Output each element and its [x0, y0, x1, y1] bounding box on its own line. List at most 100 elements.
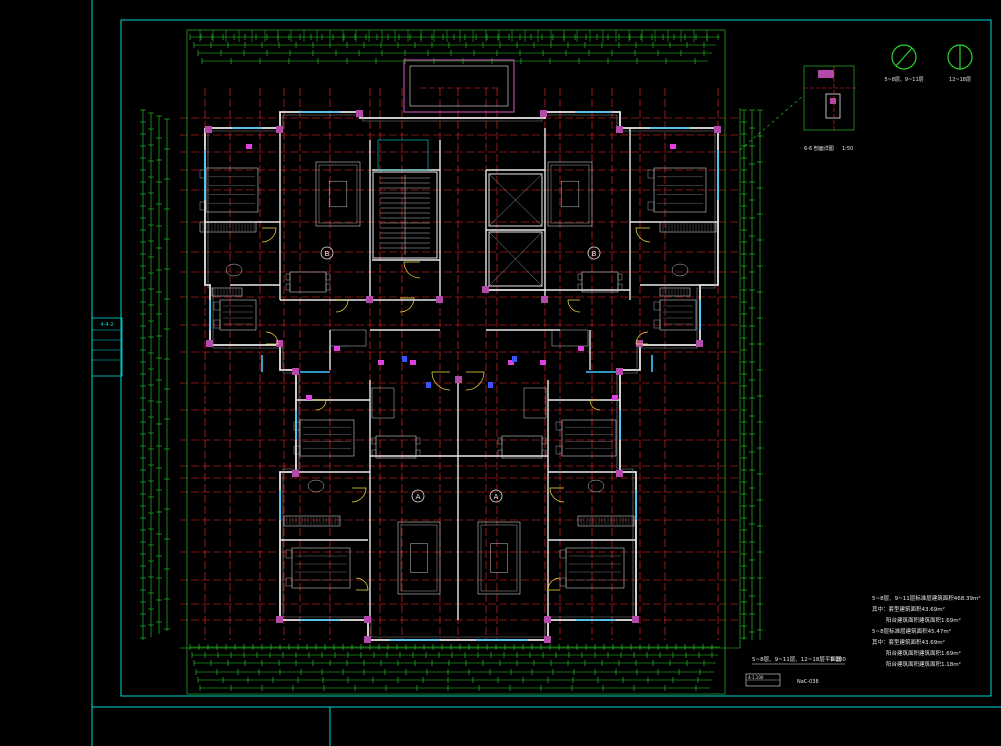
unit-label-a-left: A [416, 493, 421, 501]
column-block [482, 286, 489, 293]
bed [561, 419, 617, 457]
door-swing [567, 299, 581, 313]
bed [659, 299, 697, 331]
elevator-1 [488, 173, 543, 227]
door-layer [246, 144, 676, 591]
left-sheet-stamp: 4-4-2 [91, 317, 123, 377]
dimension-frame [186, 29, 726, 695]
fixture-mark [508, 360, 514, 365]
nightstand [653, 301, 661, 311]
drawing-scale: 1:100 [830, 657, 846, 663]
drain-mark [512, 356, 517, 362]
column-block [364, 636, 371, 643]
dimension-lines [140, 29, 763, 695]
drain-mark [426, 382, 431, 388]
bed [565, 547, 625, 589]
bathroom-fixture [523, 387, 547, 419]
column-block [276, 340, 283, 347]
elevator-cross [488, 231, 543, 287]
chair [541, 449, 547, 457]
window-layer [204, 111, 719, 641]
kitchen-counter [551, 329, 589, 347]
nightstand [293, 445, 301, 455]
toilet [225, 263, 243, 277]
area-note-1: 5~8层、9~11层标准层建筑面积468.39m² [872, 594, 981, 602]
column-block [276, 126, 283, 133]
nightstand [555, 445, 563, 455]
bed [219, 299, 257, 331]
elevator-cross [488, 173, 543, 227]
sofa [397, 521, 441, 595]
chair [285, 283, 291, 291]
drawing-title-block: 5~8层、9~11层、12~18层平面图 1:100 4-1.100 NaC-0… [745, 655, 846, 687]
toilet [587, 479, 605, 493]
sofa [547, 161, 593, 227]
section-detail: 6-6 剖面详图 1:50 [739, 65, 856, 152]
sofa-seat [550, 164, 590, 224]
door-swing [355, 577, 369, 591]
coffee-table [328, 180, 348, 208]
dining-table [289, 271, 327, 293]
drain-mark [402, 356, 407, 362]
column-block [544, 616, 551, 623]
sofa-seat [480, 524, 518, 592]
unit-label-a-right: A [494, 493, 499, 501]
bed [653, 167, 707, 213]
drain-mark [488, 382, 493, 388]
door-swing [549, 487, 565, 503]
area-note-6: 阳台建筑面积建筑面积1.69m² [886, 649, 961, 657]
dining-table [581, 271, 619, 293]
sofa-seat [318, 164, 358, 224]
column-block [616, 126, 623, 133]
balcony-top [403, 59, 515, 113]
column-block [356, 110, 363, 117]
elevator-2 [488, 231, 543, 287]
wardrobe [659, 287, 691, 297]
door-swing [399, 297, 415, 313]
stamp-code: NaC-038 [797, 679, 819, 685]
detail-title: 6-6 剖面详图 [804, 145, 834, 152]
dining-table [375, 435, 417, 459]
nightstand [199, 201, 207, 211]
toilet [671, 263, 689, 277]
stair-core [372, 171, 438, 259]
wardrobe [199, 221, 257, 233]
column-block [632, 616, 639, 623]
wardrobe [283, 515, 341, 527]
chair [617, 273, 623, 281]
chair [497, 449, 503, 457]
door-swing [265, 331, 279, 345]
sofa [477, 521, 521, 595]
chair [617, 283, 623, 291]
column-block [436, 296, 443, 303]
area-note-4: 5~8层标准层建筑面积45.47m² [872, 627, 951, 635]
dining-table [501, 435, 543, 459]
fixture-mark [578, 346, 584, 351]
chair [325, 283, 331, 291]
furniture-layer [199, 161, 717, 595]
nightstand [653, 319, 661, 329]
column-block [636, 340, 643, 347]
sofa-seat [400, 524, 438, 592]
chair [415, 449, 421, 457]
fixture-mark [334, 346, 340, 351]
fixture-mark [378, 360, 384, 365]
column-block [364, 616, 371, 623]
chair [371, 437, 377, 445]
kitchen-counter [329, 329, 367, 347]
door-swing [351, 487, 367, 503]
bed [291, 547, 351, 589]
area-note-5: 其中：套型建筑面积43.69m² [872, 638, 945, 646]
balcony-top-inner [409, 65, 509, 107]
door-swing [547, 577, 561, 591]
area-note-3: 阳台建筑面积建筑面积1.69m² [886, 616, 961, 624]
column-block [366, 296, 373, 303]
chair [541, 437, 547, 445]
column-block [544, 636, 551, 643]
column-block [540, 110, 547, 117]
bed [205, 167, 259, 213]
sheet-frame: 4-4-2 [91, 0, 1001, 746]
door-swing [635, 227, 651, 243]
nightstand [293, 421, 301, 431]
